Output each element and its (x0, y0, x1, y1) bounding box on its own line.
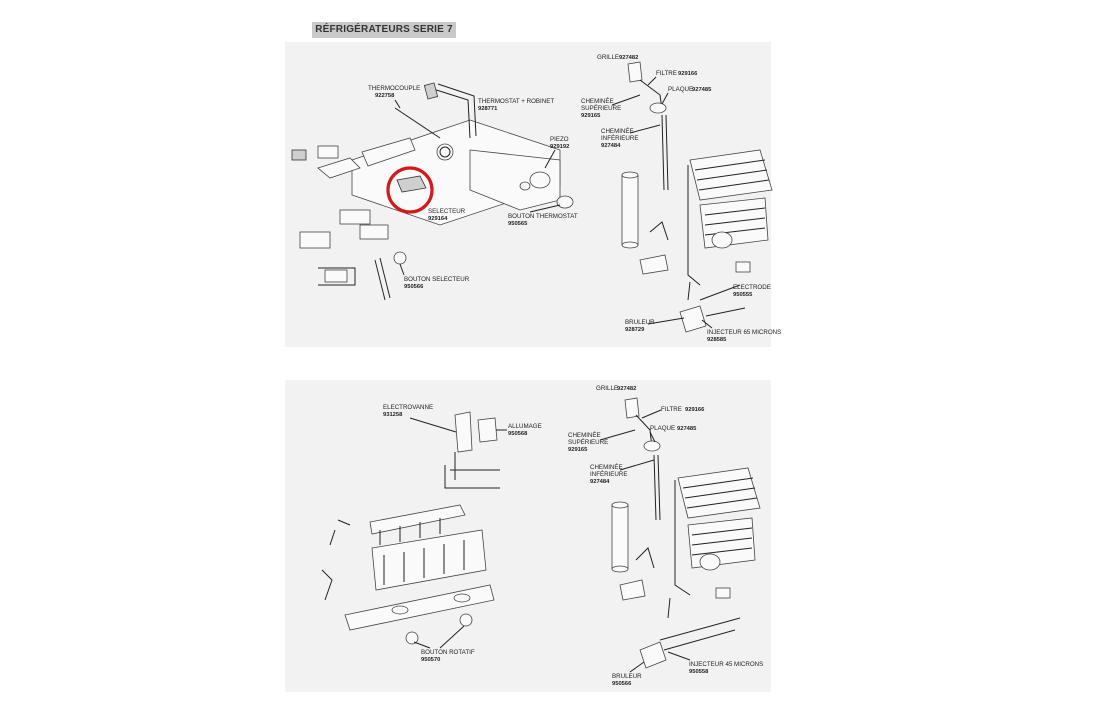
panel2-drawing: GRILLE 927482 FILTRE 929166 CHEMINÉE SUP… (581, 54, 781, 343)
p2-label-cheminee-inf-1: CHEMINÉE (601, 128, 634, 135)
label-bouton-thermostat: BOUTON THERMOSTAT (508, 213, 578, 220)
label-selecteur: SELECTEUR (428, 208, 466, 215)
p2-code-cheminee-sup: 929165 (581, 113, 601, 119)
p4-code-filtre: 929166 (685, 407, 705, 413)
p2-code-injecteur: 928585 (707, 337, 727, 343)
p3-label-electrovanne: ELECTROVANNE (383, 404, 433, 411)
p3-code-allumage: 950568 (508, 431, 528, 437)
p2-label-cheminee-sup-2: SUPÉRIEURE (581, 105, 621, 112)
p2-label-bruleur: BRULEUR (625, 319, 655, 326)
p2-code-filtre: 929166 (678, 71, 698, 77)
p2-code-plaque: 927485 (692, 87, 712, 93)
p2-code-bruleur: 928729 (625, 327, 645, 333)
panel1-drawing: THERMOCOUPLE 922758 THERMOSTAT + ROBINET… (291, 82, 578, 301)
p2-label-grille: GRILLE (597, 54, 619, 61)
p4-label-filtre: FILTRE (661, 406, 682, 413)
p4-code-grille: 927482 (617, 386, 636, 392)
p4-label-cheminee-inf-1: CHEMINÉE (590, 464, 623, 471)
p3-label-allumage: ALLUMAGE (508, 423, 542, 430)
page-title: RÉFRIGÉRATEURS SERIE 7 (312, 22, 456, 38)
p4-code-cheminee-sup: 929165 (568, 447, 588, 453)
p4-label-plaque: PLAQUE (650, 425, 675, 432)
code-thermostat: 928771 (478, 106, 498, 112)
p4-label-injecteur: INJECTEUR 45 MICRONS (689, 661, 763, 668)
p2-label-electrode: ELECTRODE (733, 284, 771, 291)
p2-label-plaque: PLAQUE (668, 86, 693, 93)
p4-label-bruleur: BRULEUR (612, 673, 642, 680)
p4-code-cheminee-inf: 927484 (590, 479, 610, 485)
p2-code-grille: 927482 (619, 55, 638, 61)
code-piezo: 929192 (550, 144, 569, 150)
p4-code-bruleur: 950566 (612, 681, 632, 687)
p4-label-grille: GRILLE (596, 385, 618, 392)
p3-code-bouton-rotatif: 950570 (421, 657, 440, 663)
code-bouton-thermostat: 950565 (508, 221, 528, 227)
p2-code-electrode: 950555 (733, 292, 753, 298)
label-thermocouple: THERMOCOUPLE (368, 85, 420, 92)
code-selecteur: 929164 (428, 216, 448, 222)
label-thermostat: THERMOSTAT + ROBINET (478, 98, 554, 105)
p3-label-bouton-rotatif: BOUTON ROTATIF (421, 649, 475, 656)
panel3-drawing: ELECTROVANNE 931258 ALLUMAGE 950568 BOUT… (321, 404, 542, 663)
p2-label-cheminee-sup-1: CHEMINÉE (581, 98, 614, 105)
selector-highlight-circle (386, 166, 434, 214)
p2-label-filtre: FILTRE (656, 70, 677, 77)
panel4-drawing: GRILLE 927482 FILTRE 929166 CHEMINÉE SUP… (568, 385, 763, 687)
label-piezo: PIEZO (550, 136, 569, 143)
p2-label-injecteur: INJECTEUR 65 MICRONS (707, 329, 781, 336)
p4-label-cheminee-inf-2: INFÉRIEURE (590, 471, 627, 478)
p2-label-cheminee-inf-2: INFÉRIEURE (601, 135, 638, 142)
label-bouton-selecteur: BOUTON SELECTEUR (404, 276, 470, 283)
p4-label-cheminee-sup-2: SUPÉRIEURE (568, 439, 608, 446)
p2-code-cheminee-inf: 927484 (601, 143, 621, 149)
p4-label-cheminee-sup-1: CHEMINÉE (568, 432, 601, 439)
p4-code-injecteur: 950558 (689, 669, 709, 675)
p4-code-plaque: 927485 (677, 426, 697, 432)
code-thermocouple: 922758 (375, 93, 395, 99)
code-bouton-selecteur: 950566 (404, 284, 424, 290)
p3-code-electrovanne: 931258 (383, 412, 403, 418)
